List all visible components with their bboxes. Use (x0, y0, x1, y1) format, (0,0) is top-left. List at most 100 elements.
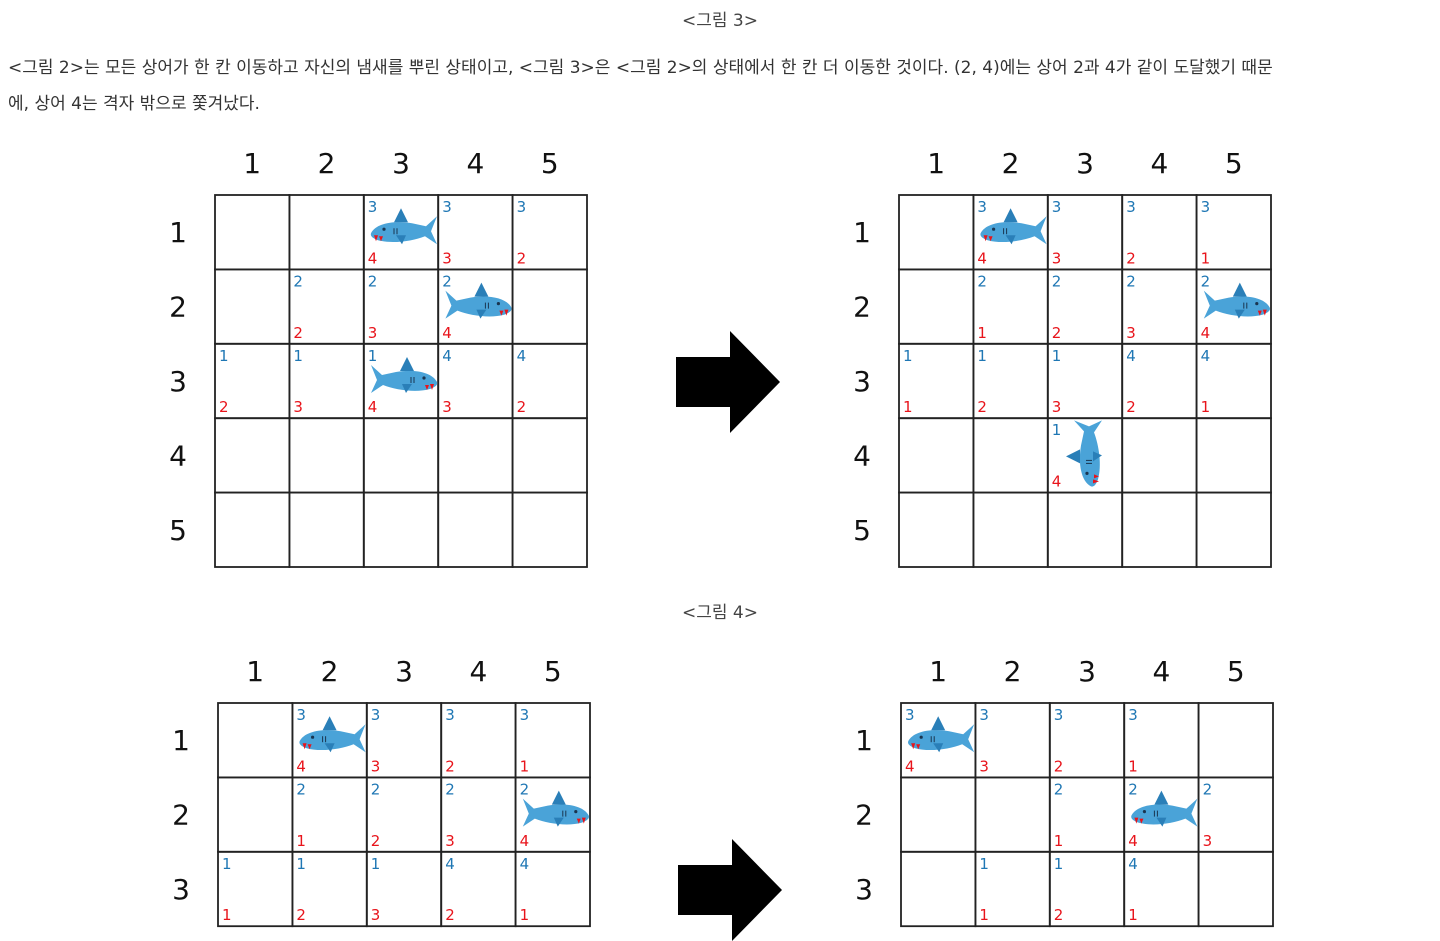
paragraph-line-2: 에, 상어 4는 격자 밖으로 쫓겨났다. (8, 94, 260, 114)
shark-number: 2 (293, 272, 303, 290)
grid-cell (288, 491, 365, 568)
grid-cell (214, 194, 291, 271)
column-label: 5 (1225, 147, 1243, 180)
smell-time: 1 (222, 906, 232, 924)
column-label: 4 (469, 655, 487, 688)
smell-time: 2 (517, 398, 527, 416)
smell-time: 1 (1201, 249, 1211, 267)
smell-time: 4 (1201, 324, 1211, 342)
column-label: 4 (1152, 655, 1170, 688)
row-label: 1 (853, 216, 871, 249)
grid-cell (974, 776, 1051, 853)
shark-number: 3 (979, 706, 989, 724)
smell-time: 4 (368, 398, 378, 416)
smell-time: 3 (371, 906, 381, 924)
shark-number: 2 (1054, 780, 1064, 798)
shark-number: 2 (442, 272, 452, 290)
column-label: 3 (392, 147, 410, 180)
grid-cell (972, 417, 1049, 494)
shark-number: 3 (1054, 706, 1064, 724)
grid-cell (217, 776, 294, 853)
smell-time: 4 (520, 832, 530, 850)
smell-time: 3 (979, 757, 989, 775)
shark-icon (1131, 790, 1198, 827)
shark-number: 1 (1052, 347, 1062, 365)
shark-number: 3 (517, 198, 527, 216)
shark-icon (370, 208, 437, 245)
column-label: 3 (1078, 655, 1096, 688)
smell-time: 4 (368, 249, 378, 267)
smell-time: 2 (371, 832, 381, 850)
smell-time: 1 (1128, 906, 1138, 924)
row-label: 1 (855, 724, 873, 757)
smell-time: 1 (903, 398, 913, 416)
shark-icon (522, 790, 589, 827)
column-label: 1 (927, 147, 945, 180)
column-label: 3 (1076, 147, 1094, 180)
row-label: 1 (169, 216, 187, 249)
grid-cell (898, 417, 975, 494)
smell-time: 2 (445, 757, 455, 775)
shark-number: 2 (1128, 780, 1138, 798)
smell-time: 3 (368, 324, 378, 342)
shark-number: 4 (517, 347, 527, 365)
smell-time: 1 (979, 906, 989, 924)
smell-time: 2 (1126, 398, 1136, 416)
row-label: 2 (853, 291, 871, 324)
column-label: 4 (1150, 147, 1168, 180)
shark-number: 3 (520, 706, 530, 724)
smell-time: 4 (296, 757, 306, 775)
grid-cell (900, 776, 977, 853)
shark-number: 2 (368, 272, 378, 290)
paragraph-line-1: <그림 2>는 모든 상어가 한 칸 이동하고 자신의 냄새를 뿌린 상태이고,… (8, 58, 1273, 78)
shark-number: 4 (1126, 347, 1136, 365)
row-label: 2 (169, 291, 187, 324)
shark-icon (1066, 420, 1102, 487)
column-label: 4 (466, 147, 484, 180)
shark-number: 3 (905, 706, 915, 724)
grid-cell (288, 194, 365, 271)
shark-number: 3 (445, 706, 455, 724)
column-label: 5 (544, 655, 562, 688)
grid-cell (1197, 850, 1274, 928)
shark-number: 1 (293, 347, 303, 365)
figure-caption-4: <그림 4> (682, 603, 758, 623)
right-arrow-icon (676, 331, 780, 433)
grid-cell (1195, 417, 1272, 494)
row-label: 5 (169, 514, 187, 547)
column-label: 5 (1227, 655, 1245, 688)
grid-cell (214, 491, 291, 568)
shark-number: 2 (445, 780, 455, 798)
shark-icon (980, 208, 1047, 245)
row-label: 3 (172, 873, 190, 906)
smell-time: 4 (1128, 832, 1138, 850)
smell-time: 1 (1201, 398, 1211, 416)
shark-icon (371, 357, 438, 393)
smell-time: 2 (1054, 906, 1064, 924)
shark-icon (908, 716, 975, 753)
row-label: 4 (169, 439, 187, 472)
shark-number: 1 (1052, 421, 1062, 439)
column-label: 1 (243, 147, 261, 180)
smell-time: 3 (1203, 832, 1213, 850)
shark-number: 4 (445, 855, 455, 873)
shark-number: 2 (296, 780, 306, 798)
grid-cell (437, 491, 514, 568)
grid-cell (898, 491, 975, 568)
shark-number: 3 (977, 198, 987, 216)
column-label: 5 (541, 147, 559, 180)
shark-number: 3 (1126, 198, 1136, 216)
shark-number: 2 (1203, 780, 1213, 798)
shark-number: 4 (520, 855, 530, 873)
smell-time: 1 (1128, 757, 1138, 775)
shark-number: 2 (1052, 272, 1062, 290)
shark-number: 3 (296, 706, 306, 724)
shark-number: 1 (296, 855, 306, 873)
shark-number: 1 (222, 855, 232, 873)
shark-number: 1 (979, 855, 989, 873)
shark-number: 2 (371, 780, 381, 798)
shark-number: 1 (977, 347, 987, 365)
smell-time: 3 (1126, 324, 1136, 342)
